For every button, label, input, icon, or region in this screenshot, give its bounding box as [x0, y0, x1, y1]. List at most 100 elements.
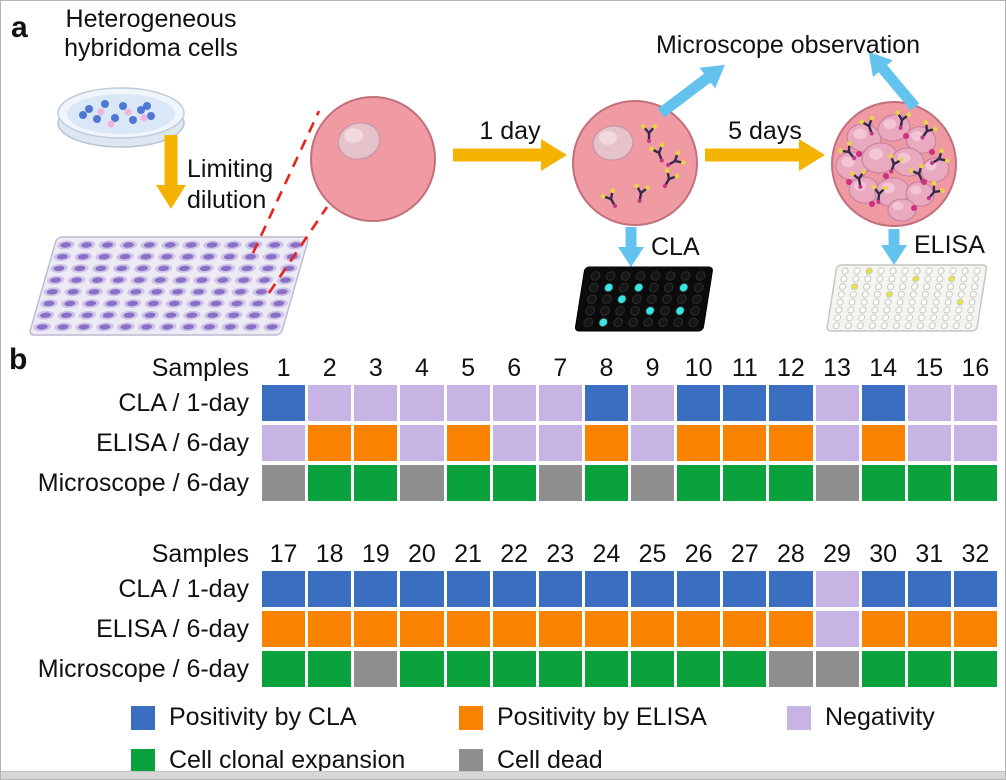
sample-number: 26: [684, 540, 713, 568]
heatmap-cell: [446, 425, 490, 461]
heatmap-cell: [446, 385, 490, 421]
sample-number: 22: [500, 540, 529, 568]
heatmap-cell: [769, 385, 813, 421]
legend-item: Negativity: [787, 703, 935, 732]
heatmap-cell: [631, 385, 675, 421]
heatmap-cell: [308, 611, 352, 647]
hybridoma-title-line2: hybridoma cells: [64, 34, 238, 62]
panel-a-label: a: [11, 11, 28, 44]
heatmap-cell: [584, 651, 628, 687]
elisa-label: ELISA: [914, 231, 985, 259]
heatmap-cell: [308, 385, 352, 421]
zoom-dashed-line: [267, 206, 329, 294]
microscope-arrow-right: [868, 51, 920, 111]
heatmap-cell: [446, 465, 490, 501]
heatmap-cell: [354, 611, 398, 647]
sample-number: 21: [454, 540, 482, 568]
legend-swatch-blue: [131, 705, 155, 730]
heatmap-cell: [953, 465, 997, 501]
heatmap-cell: [677, 571, 721, 607]
heatmap-cell: [861, 425, 905, 461]
heatmap-cell: [262, 651, 306, 687]
heatmap-cell: [308, 425, 352, 461]
antibody-icon: [662, 168, 680, 189]
heatmap-cell: [308, 651, 352, 687]
legend: Positivity by CLA Positivity by ELISA Nega…: [131, 703, 935, 775]
antibody-icon: [859, 115, 875, 136]
sample-number: 5: [461, 354, 476, 382]
five-days-label: 5 days: [728, 117, 802, 145]
legend-label: Cell clonal expansion: [169, 746, 406, 774]
heatmap-cell: [769, 571, 813, 607]
heatmap-cell: [584, 611, 628, 647]
samples-label: Samples: [151, 540, 249, 568]
heatmap-cell: [262, 465, 306, 501]
heatmap-cell: [907, 571, 951, 607]
row-label: ELISA / 6-day: [96, 428, 249, 457]
heatmap-cell: [907, 651, 951, 687]
heatmap-cell: [492, 385, 536, 421]
heatmap-cell: [815, 385, 859, 421]
heatmap-cell: [354, 465, 398, 501]
sample-number: 20: [408, 540, 436, 568]
sample-number: 32: [961, 540, 990, 568]
heatmap-cell: [953, 611, 997, 647]
legend-swatch-gray: [459, 748, 483, 773]
antibody-icon: [665, 150, 686, 168]
sample-number: 8: [599, 354, 614, 382]
heatmap-cell: [584, 425, 628, 461]
heatmap-cell: [907, 425, 951, 461]
heatmap-cell: [815, 465, 859, 501]
one-day-well: [572, 100, 698, 226]
heatmap-cell: [400, 651, 444, 687]
legend-label: Positivity by ELISA: [497, 703, 707, 731]
heatmap-cell: [953, 571, 997, 607]
heatmap-cell: [769, 425, 813, 461]
heatmap-cell: [354, 651, 398, 687]
96-well-plate: [29, 236, 309, 336]
heatmap-cell: [584, 571, 628, 607]
heatmap-cell: [723, 611, 767, 647]
heatmap-cell: [538, 651, 582, 687]
heatmap-cell: [492, 651, 536, 687]
heatmap-cell: [907, 385, 951, 421]
antibody-icon: [929, 148, 950, 166]
heatmap-cell: [446, 651, 490, 687]
sample-number: 15: [915, 354, 944, 382]
petri-dish: [57, 87, 185, 148]
cla-arrow: [618, 227, 644, 267]
heatmap-cell: [262, 425, 306, 461]
sample-number: 16: [961, 354, 990, 382]
heatmap-cell: [538, 611, 582, 647]
legend-item: Cell dead: [459, 746, 787, 775]
heatmap-cell: [861, 385, 905, 421]
heatmap-cell: [354, 425, 398, 461]
heatmap-cell: [400, 611, 444, 647]
sample-number: 25: [638, 540, 667, 568]
heatmap-cell: [538, 571, 582, 607]
elisa-arrow: [881, 229, 907, 265]
elisa-plate: [826, 264, 988, 332]
sample-number: 11: [731, 354, 758, 382]
row-label: Microscope / 6-day: [37, 654, 249, 683]
sample-number: 3: [368, 354, 383, 382]
antibody-icon: [920, 120, 938, 140]
heatmap-cell: [953, 651, 997, 687]
cla-label: CLA: [651, 233, 700, 261]
heatmap-cell: [492, 465, 536, 501]
heatmap-cell: [262, 571, 306, 607]
legend-swatch-purple: [787, 705, 811, 730]
heatmap-cell: [677, 611, 721, 647]
cla-plate: [574, 266, 713, 332]
sample-number: 27: [730, 540, 759, 568]
antibody-icon: [600, 188, 618, 209]
sample-number: 17: [269, 540, 298, 568]
one-day-label: 1 day: [479, 117, 541, 145]
legend-label: Positivity by CLA: [169, 703, 357, 731]
legend-item: Positivity by CLA: [131, 703, 459, 732]
legend-item: Positivity by ELISA: [459, 703, 787, 732]
heatmap-cell: [861, 465, 905, 501]
heatmap-cell: [584, 465, 628, 501]
